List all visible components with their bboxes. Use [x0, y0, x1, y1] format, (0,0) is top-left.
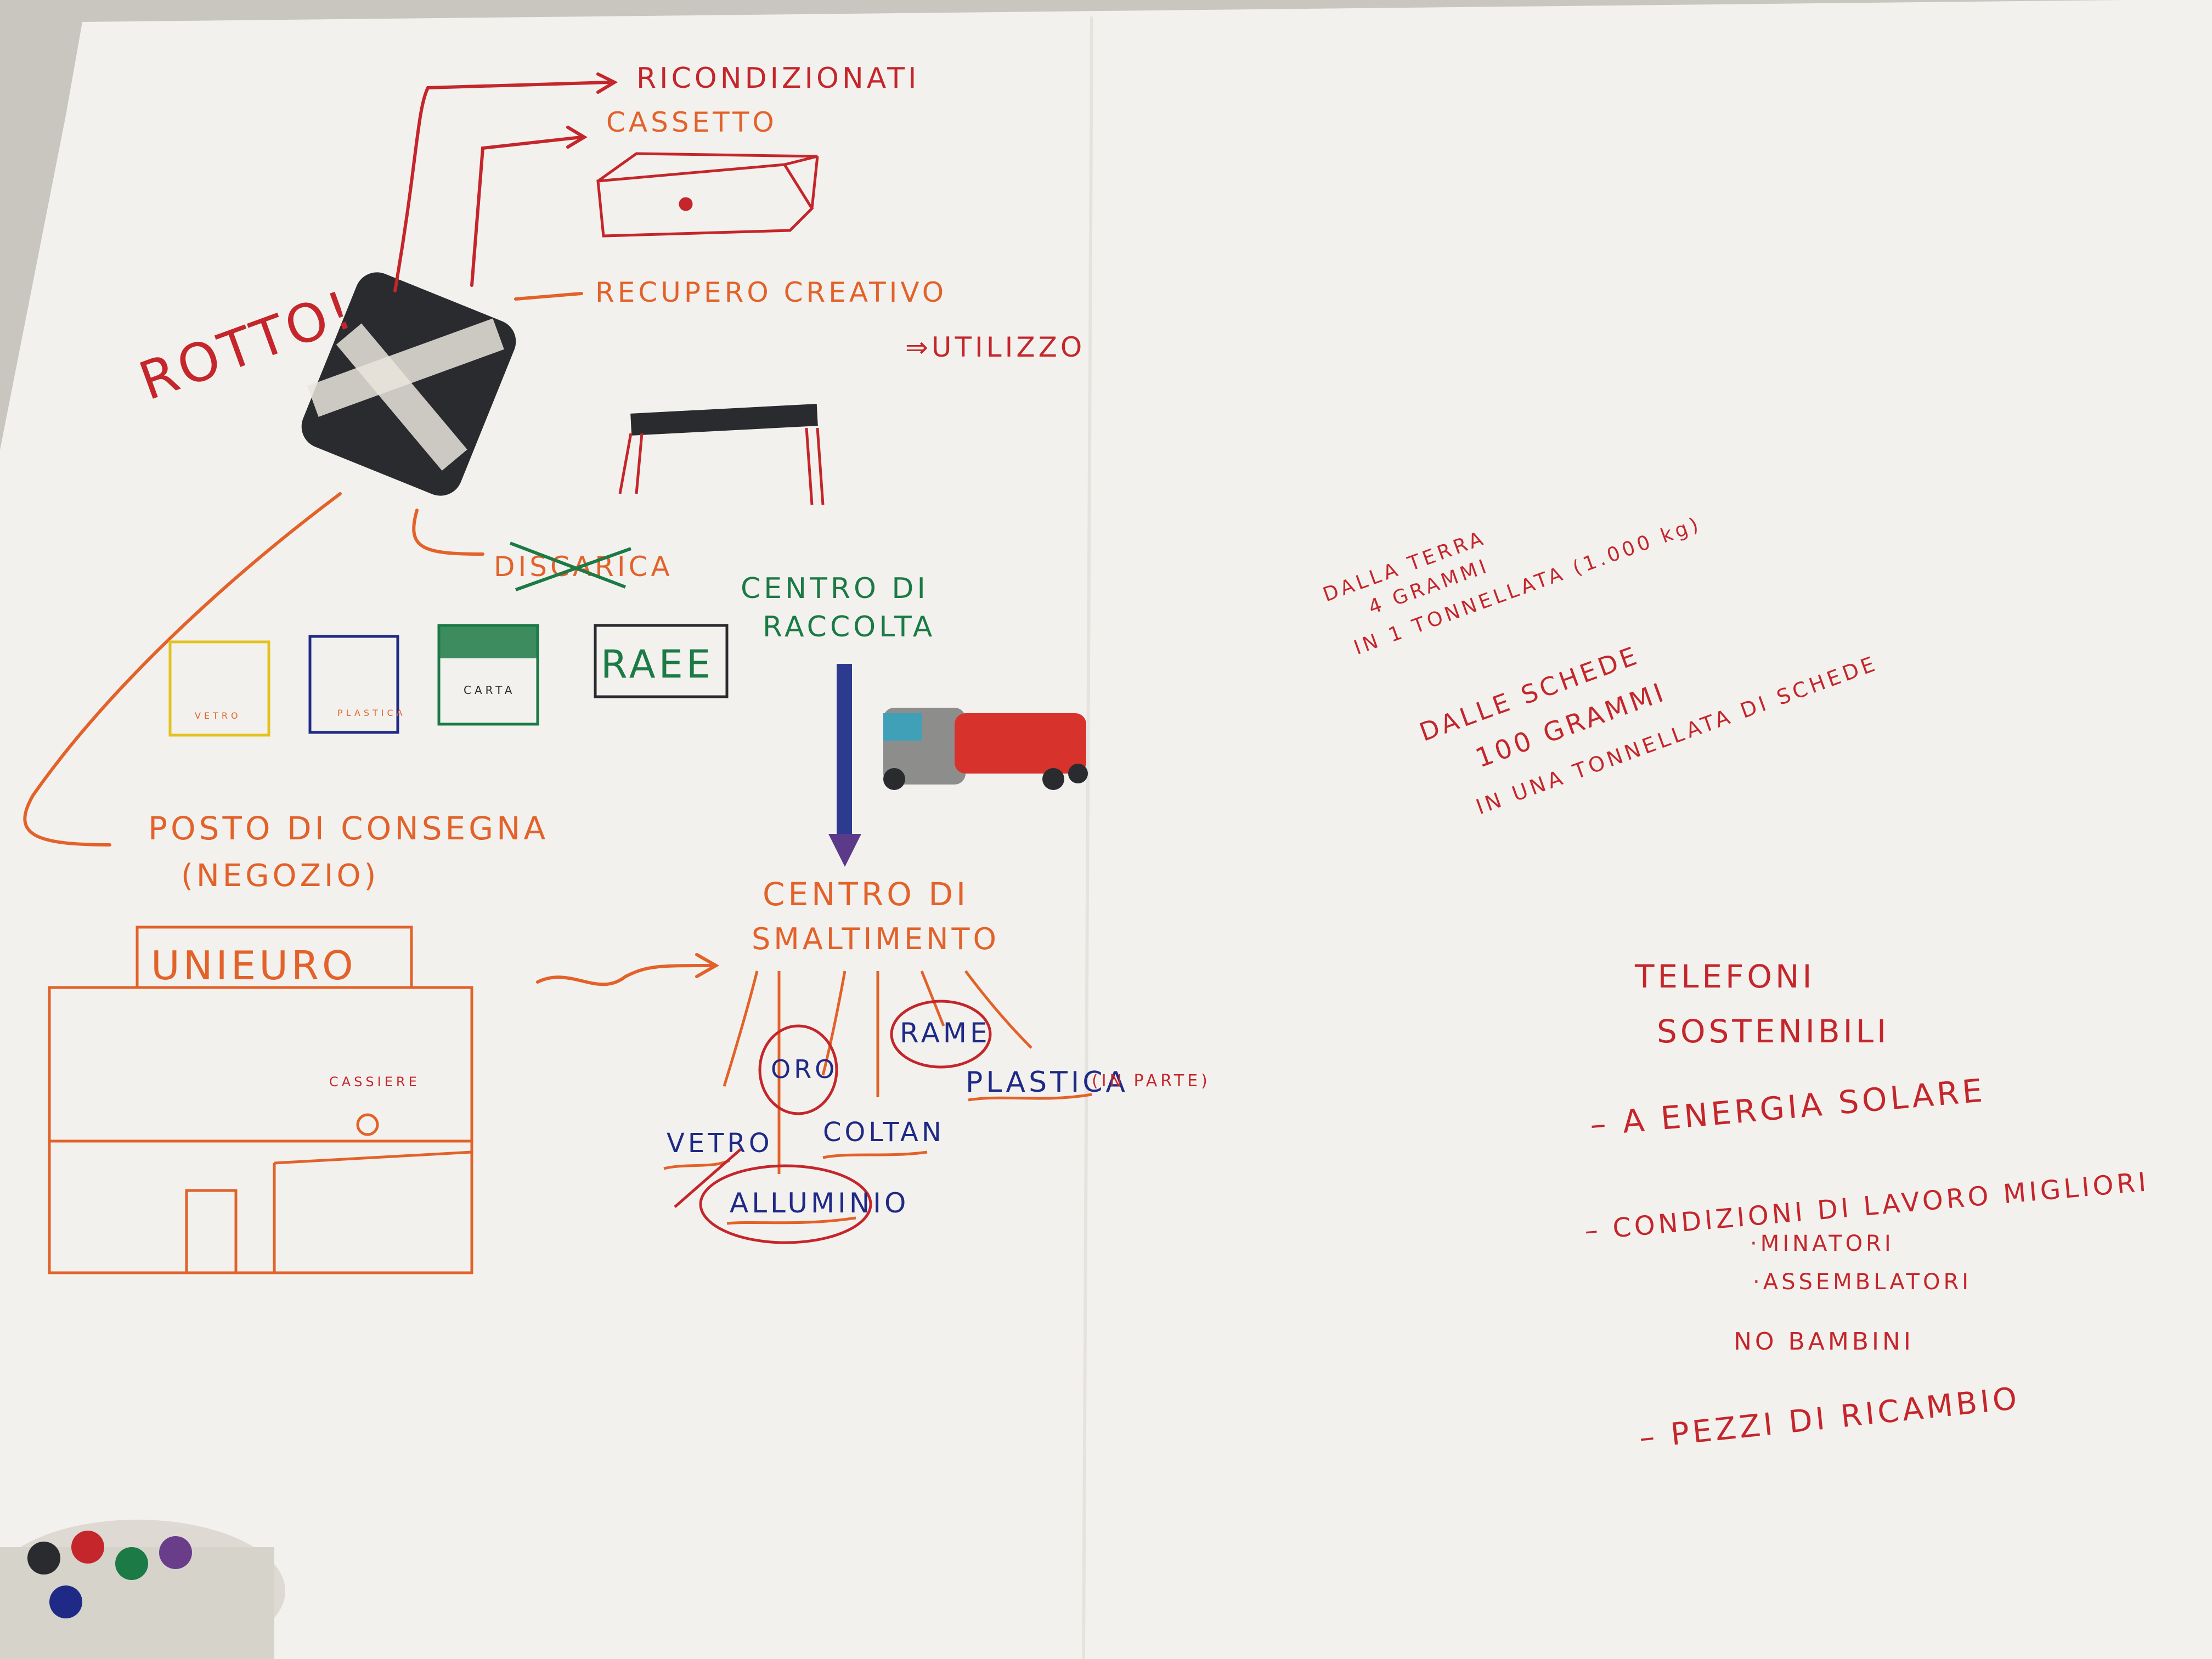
sustainable-sub-bambini: NO BAMBINI	[1734, 1328, 1914, 1356]
material-coltan: COLTAN	[823, 1117, 945, 1148]
down-arrow	[828, 664, 861, 867]
drawer-drawing	[596, 152, 819, 238]
label-ricondizionati: RICONDIZIONATI	[636, 62, 919, 95]
label-centro-smaltimento-1: CENTRO DI	[763, 876, 969, 913]
material-arrows	[723, 970, 1032, 1174]
discarica-strike-2	[515, 547, 632, 591]
store-drawing	[48, 926, 473, 1274]
label-centro-raccolta-2: RACCOLTA	[763, 611, 935, 644]
store-sign-unieuro: UNIEURO	[151, 943, 357, 989]
material-rame: RAME	[900, 1017, 991, 1049]
label-negozio: (NEGOZIO)	[181, 858, 379, 894]
recycling-bins	[168, 624, 729, 737]
label-cassetto: CASSETTO	[606, 106, 777, 138]
label-posto-consegna: POSTO DI CONSEGNA	[148, 810, 549, 847]
flow-arrows	[23, 72, 720, 986]
sustainable-sub-assemblatori: ·ASSEMBLATORI	[1753, 1269, 1972, 1295]
bin-label-plastica: PLASTICA	[337, 708, 406, 718]
bin-label-raee: RAEE	[601, 642, 714, 687]
material-plastica: PLASTICA	[966, 1066, 1128, 1099]
marker-cup	[0, 1520, 285, 1659]
truck-drawing	[883, 708, 1088, 790]
sustainable-title-2: SOSTENIBILI	[1657, 1013, 1889, 1050]
material-oro: ORO	[771, 1054, 838, 1084]
sustainable-sub-minatori: ·MINATORI	[1750, 1231, 1894, 1256]
bin-label-carta: CARTA	[464, 684, 515, 697]
material-highlights	[663, 1000, 1092, 1244]
label-cassiere: CASSIERE	[329, 1074, 420, 1090]
material-alluminio: ALLUMINIO	[730, 1187, 909, 1219]
material-vetro: VETRO	[667, 1128, 773, 1159]
broken-phone	[301, 272, 516, 496]
desk-drawing	[618, 404, 825, 505]
label-centro-raccolta-1: CENTRO DI	[741, 572, 929, 605]
label-recupero-creativo: RECUPERO CREATIVO	[595, 276, 947, 308]
material-in-parte: (IN PARTE)	[1092, 1071, 1211, 1091]
bin-label-vetro: VETRO	[195, 710, 241, 721]
discarica-strike	[509, 541, 627, 589]
sustainable-title-1: TELEFONI	[1634, 958, 1815, 995]
label-riutilizzo: ⇒UTILIZZO	[905, 331, 1085, 363]
label-centro-smaltimento-2: SMALTIMENTO	[752, 922, 1000, 956]
